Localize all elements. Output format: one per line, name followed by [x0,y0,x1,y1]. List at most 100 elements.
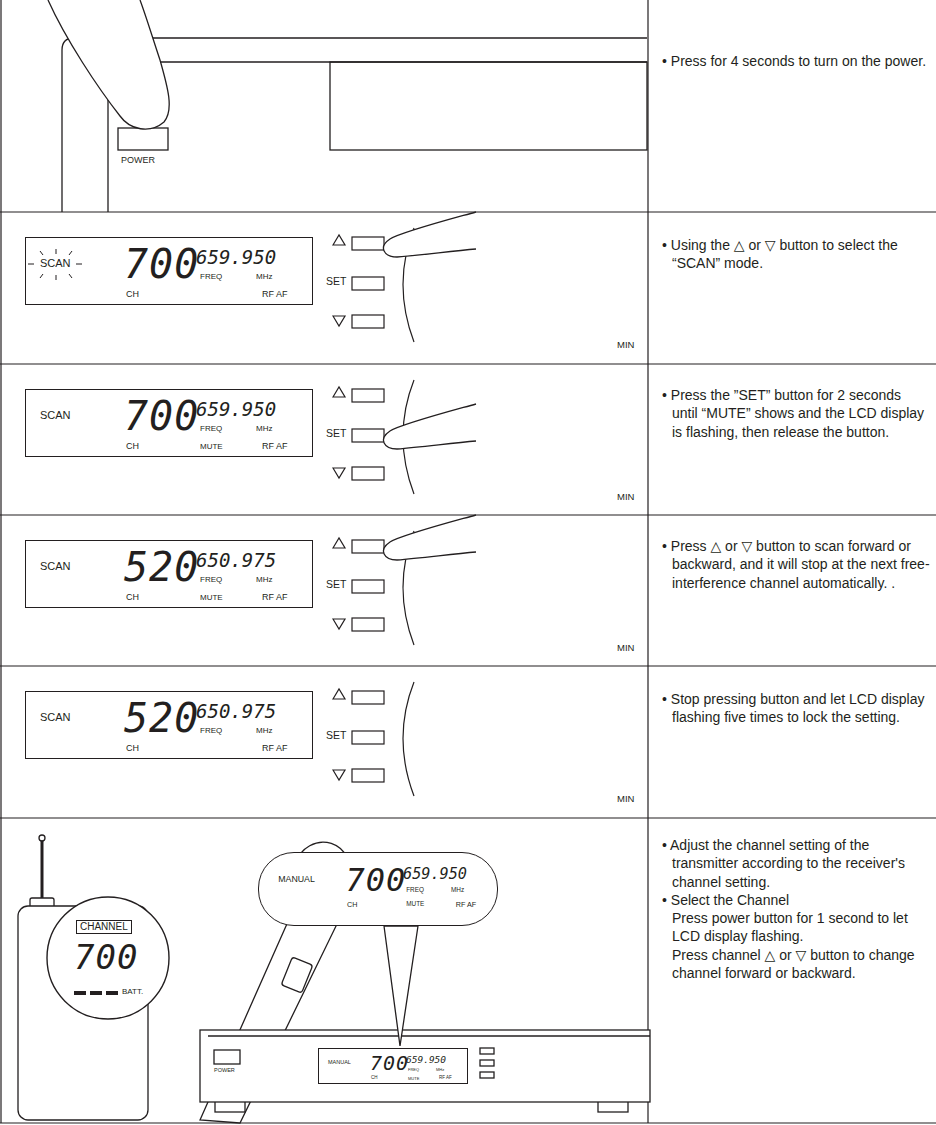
power-button [118,128,168,150]
receiver-unit [200,1030,650,1112]
table-divider [647,0,648,1123]
lcd-text: MANUAL [278,875,315,884]
lcd-text: MUTE [408,1077,419,1081]
lcd-text: RF AF [262,442,288,451]
lcd-text: RF AF [262,593,288,602]
knob-label: MIN [617,794,634,804]
lcd-text: MUTE [406,901,424,907]
instruction-text: • Using the △ or ▽ button to select the … [662,236,930,273]
button-label: POWER [214,1068,235,1074]
lcd-text: 659.950 [406,1055,446,1065]
knob-label: MIN [617,340,634,350]
lcd-text: MHz [451,887,464,893]
table-rule [0,817,936,818]
instruction-text: • Press for 4 seconds to turn on the pow… [662,52,930,70]
lcd-text: FREQ [408,1068,419,1072]
lcd-text: MANUAL [328,1060,351,1066]
finger [384,404,476,449]
instruction-text: Press channel △ or ▽ button to change ch… [672,946,926,983]
lcd-text: SCAN [40,561,71,572]
finger [384,212,476,257]
lcd-text: 659.950 [196,248,276,267]
battery-bar [106,991,118,995]
lcd-text: 700 [124,244,199,284]
lcd-text: CH [126,593,139,602]
button-label: SET [326,579,346,590]
lcd-text: CH [126,442,139,451]
lcd-text: FREQ [200,576,222,584]
lcd-callout-circle: CHANNEL 700BATT. [46,896,170,1020]
lcd-text: MUTE [200,594,223,602]
lcd-text: SCAN [40,258,71,269]
lcd-text: CH [126,290,139,299]
instruction-text: Press power button for 1 second to let L… [672,909,926,946]
instruction-text: • Stop pressing button and let LCD displ… [662,690,930,727]
lcd-text: MHz [256,576,272,584]
instruction-text: • Adjust the channel setting of the tran… [662,836,930,891]
lcd-text: 700 [74,940,138,974]
instruction-text: • Select the Channel [662,891,930,909]
knob-label: MIN [617,643,634,653]
lcd-callout: MANUAL 700659.950FREQ MHzCH MUTE RF AF [258,852,498,926]
lcd-text: 700 [345,864,406,896]
lcd-display: SCAN 700659.950FREQ MHzCH RF AF [25,237,313,305]
button-label: SET [326,730,346,741]
table-rule [0,363,936,364]
lcd-display: MANUAL 700659.950FREQ MHzCH MUTE RF AF [318,1048,468,1084]
lcd-text: RF AF [262,290,288,299]
lcd-text: 659.950 [196,400,276,419]
lcd-text: FREQ [200,727,222,735]
front-panel [108,62,647,212]
battery-bar [90,991,102,995]
lcd-text: MHz [256,727,272,735]
lcd-display: SCAN 520650.975FREQ MHzCH MUTE RF AF [25,540,313,608]
lcd-text: 700 [124,396,199,436]
lcd-text: 520 [124,698,199,738]
lcd-text: 650.975 [196,702,276,721]
lcd-text: MHz [256,273,272,281]
finger [48,0,169,129]
lcd-text: 700 [370,1053,409,1073]
lcd-text: RF AF [262,744,288,753]
lcd-text: MHz [256,425,272,433]
finger [384,515,476,560]
power-button [214,1050,240,1064]
lcd-text: 520 [124,547,199,587]
lcd-text: RF AF [456,901,476,908]
circle-outline [47,897,169,1019]
lcd-text: CH [371,1076,378,1081]
lcd-text: FREQ [200,273,222,281]
lcd-text: FREQ [200,425,222,433]
flash-rays [28,249,82,280]
lcd-text: 650.975 [196,551,276,570]
lcd-text: FREQ [406,887,424,893]
lcd-text: BATT. [122,988,143,996]
button-label: SET [326,428,346,439]
button-label: POWER [121,156,155,165]
lcd-display: SCAN 700659.950FREQ MHzCH MUTE RF AF [25,389,313,457]
knob-label: MIN [617,492,634,502]
lcd-text: CH [126,744,139,753]
instruction-text: • Press the ”SET” button for 2 seconds u… [662,386,930,441]
lcd-text: SCAN [40,410,71,421]
table-border [0,0,1,1123]
button-label: SET [326,276,346,287]
table-rule [0,665,936,666]
lcd-text: MHz [436,1068,444,1072]
table-rule [0,1122,936,1123]
lcd-text: 659.950 [403,867,467,882]
lcd-text: SCAN [40,712,71,723]
instruction-text: • Press △ or ▽ button to scan forward or… [662,537,930,592]
lcd-text: RF AF [439,1076,452,1081]
lcd-text: MUTE [200,443,223,451]
lcd-text: CHANNEL [76,920,132,934]
table-rule [0,514,936,515]
lcd-text: CH [347,901,357,908]
callout-pointer [384,926,418,1046]
battery-bar [74,991,86,995]
table-rule [0,211,936,212]
lcd-display: SCAN 520650.975FREQ MHzCH RF AF [25,691,313,759]
display-window [330,62,647,150]
